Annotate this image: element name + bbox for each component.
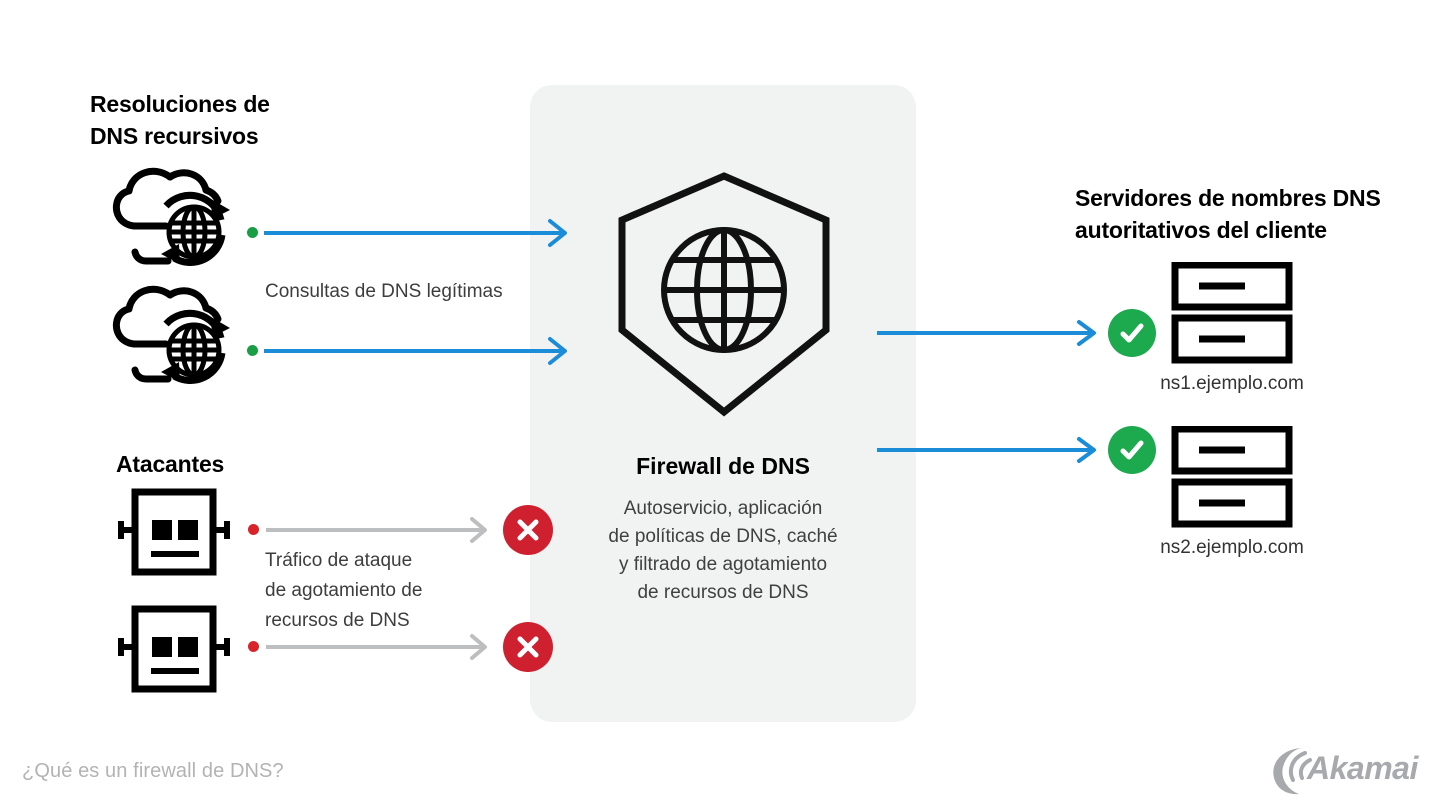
legit-flow-arrow bbox=[264, 336, 576, 371]
attack-flow-arrow bbox=[266, 516, 496, 549]
attack-flow-dot bbox=[248, 524, 259, 535]
dns-firewall-description: Autoservicio, aplicación de políticas de… bbox=[608, 498, 838, 603]
attack-traffic-label: Tráfico de ataque de agotamiento de recu… bbox=[265, 550, 423, 631]
akamai-swoosh-icon bbox=[1273, 748, 1312, 795]
blocked-x-badge bbox=[503, 622, 553, 672]
dns-shield-globe-icon bbox=[614, 172, 834, 417]
attacker-bot-icon bbox=[118, 605, 230, 693]
footer-caption: ¿Qué es un firewall de DNS? bbox=[22, 760, 284, 782]
authoritative-servers-heading: Servidores de nombres DNS autoritativos … bbox=[1075, 185, 1381, 243]
attacker-bot-icon bbox=[118, 488, 230, 576]
server-name-label: ns1.ejemplo.com bbox=[1160, 373, 1304, 394]
recursive-dns-cloud-icon bbox=[108, 281, 240, 399]
attackers-heading: Atacantes bbox=[116, 451, 225, 477]
akamai-wordmark: Akamai bbox=[1307, 750, 1418, 786]
server-rack-icon bbox=[1171, 426, 1293, 528]
attack-flow-arrow bbox=[266, 633, 496, 666]
legit-flow-dot bbox=[247, 227, 258, 238]
firewall-to-ns2-arrow bbox=[877, 436, 1105, 469]
recursive-resolvers-heading: Resoluciones de DNS recursivos bbox=[90, 91, 270, 149]
server-name-label: ns2.ejemplo.com bbox=[1160, 537, 1304, 558]
blocked-x-badge bbox=[503, 505, 553, 555]
attack-flow-dot bbox=[248, 641, 259, 652]
dns-firewall-panel bbox=[530, 85, 916, 722]
dns-firewall-title: Firewall de DNS bbox=[636, 453, 810, 479]
allowed-check-badge bbox=[1108, 309, 1156, 357]
firewall-to-ns1-arrow bbox=[877, 319, 1105, 352]
allowed-check-badge bbox=[1108, 426, 1156, 474]
server-rack-icon bbox=[1171, 262, 1293, 364]
legit-flow-arrow bbox=[264, 218, 576, 253]
akamai-logo: Akamai bbox=[1266, 742, 1426, 798]
legit-flow-dot bbox=[247, 345, 258, 356]
legit-traffic-label: Consultas de DNS legítimas bbox=[265, 281, 503, 302]
recursive-dns-cloud-icon bbox=[108, 163, 240, 281]
